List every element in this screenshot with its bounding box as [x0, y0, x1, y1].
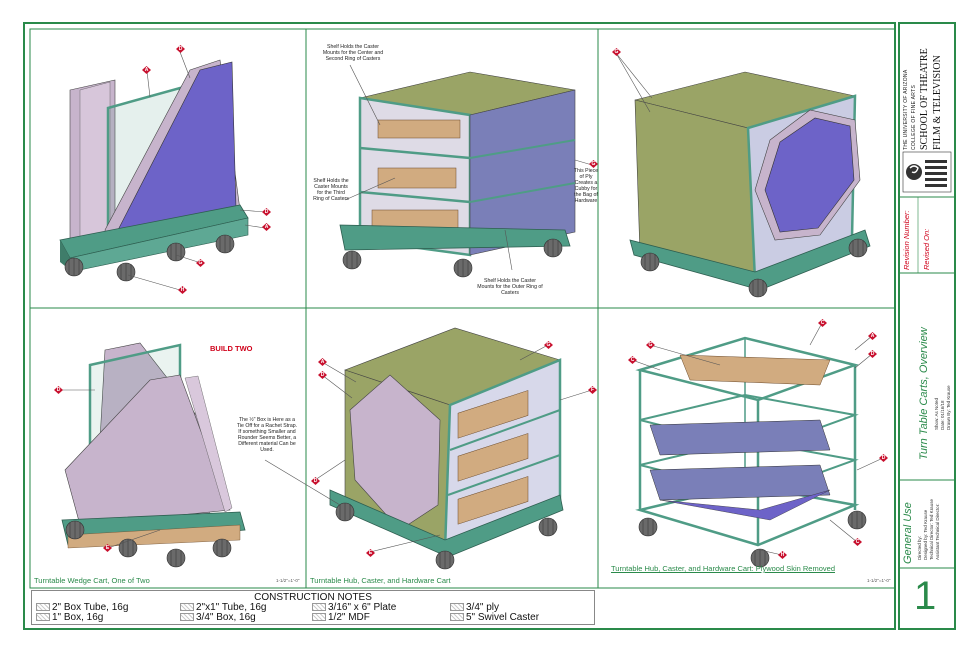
construction-notes-title: CONSTRUCTION NOTES — [254, 592, 372, 603]
note-shelf-outer: Shelf Holds the Caster Mounts for the Ou… — [477, 278, 543, 296]
marker-d: D — [262, 208, 271, 216]
marker-h: H — [778, 551, 787, 559]
note-item: 1/2" MDF — [312, 612, 370, 623]
marker-c: C — [628, 356, 637, 364]
hub-cart-view-1 — [339, 71, 576, 278]
marker-a: A — [318, 358, 327, 366]
marker-d: D — [311, 477, 320, 485]
wedge-cart-view-1 — [59, 59, 249, 282]
assistant-td-label: Assistant Technical Director: — [935, 503, 940, 560]
marker-e: E — [103, 544, 112, 552]
marker-a: A — [262, 223, 271, 231]
marker-g: G — [544, 341, 553, 349]
caption-hub-cart-removed: Turntable Hub, Caster, and Hardware Cart… — [611, 564, 835, 573]
note-ply-cubby: This Piece of Ply Creates a Cubby for th… — [573, 168, 599, 204]
note-shelf-third: Shelf Holds the Caster Mounts for the Th… — [313, 178, 349, 202]
show-label: Show: As Noted — [934, 397, 939, 430]
scale-hub-cart: 1-1/2"=1'-0" — [867, 578, 891, 583]
marker-g: G — [612, 48, 621, 56]
hub-cart-view-3 — [329, 327, 564, 570]
general-use-label: General Use — [902, 502, 914, 564]
technical-director-label: Technical Director: Ted Krause — [929, 499, 934, 560]
directed-by-label: Directed by: — [917, 535, 922, 560]
school-line-3: SCHOOL OF THEATRE — [919, 48, 930, 150]
school-line-1: THE UNIVERSITY OF ARIZONA — [903, 69, 909, 150]
construction-notes: CONSTRUCTION NOTES 2" Box Tube, 16g 2"x1… — [31, 590, 595, 625]
marker-g: G — [196, 259, 205, 267]
revision-number-label: Revision Number: — [902, 210, 911, 270]
drawing-title: Turn Table Carts, Overview — [918, 327, 930, 460]
sheet-number: 1 — [914, 574, 937, 618]
marker-d: D — [879, 454, 888, 462]
note-item: 3/4" Box, 16g — [180, 612, 256, 623]
note-item: 5" Swivel Caster — [450, 612, 539, 623]
marker-e: E — [366, 549, 375, 557]
school-line-2: COLLEGE OF FINE ARTS — [911, 84, 917, 150]
marker-c: C — [818, 319, 827, 327]
school-line-4: FILM & TELEVISION — [932, 55, 943, 150]
marker-g: G — [646, 341, 655, 349]
date-label: Date: 01/16/18 — [940, 400, 945, 430]
marker-f: F — [588, 386, 597, 394]
marker-h: H — [178, 286, 187, 294]
note-item: 3/16" x 6" Plate — [312, 602, 396, 613]
note-item: 2" Box Tube, 16g — [36, 602, 128, 613]
marker-d: D — [176, 45, 185, 53]
marker-a: A — [142, 66, 151, 74]
caption-wedge-cart: Turntable Wedge Cart, One of Two — [34, 576, 150, 585]
note-shelf-center: Shelf Holds the Caster Mounts for the Ce… — [322, 44, 384, 62]
marker-g: G — [589, 160, 598, 168]
designed-by-label: Designed by: Ted Krause — [923, 509, 928, 560]
drawn-by-label: Drawn By: Ted Krause — [946, 385, 951, 430]
note-item: 2"x1" Tube, 16g — [180, 602, 266, 613]
wedge-cart-view-2 — [61, 342, 246, 568]
note-item: 1" Box, 16g — [36, 612, 103, 623]
build-two-label: BUILD TWO — [210, 344, 253, 353]
marker-d: D — [318, 371, 327, 379]
revised-on-label: Revised On: — [922, 228, 931, 270]
marker-c: C — [853, 538, 862, 546]
hub-cart-view-4 — [635, 336, 867, 568]
note-item: 3/4" ply — [450, 602, 499, 613]
marker-d: D — [54, 386, 63, 394]
marker-d: D — [868, 350, 877, 358]
hub-cart-view-2 — [629, 71, 871, 298]
note-box-tieoff: The ½" Box is Here as a Tie Off for a Ra… — [236, 417, 298, 453]
scale-wedge-cart: 1-1/2"=1'-0" — [276, 578, 300, 583]
marker-a: A — [868, 332, 877, 340]
caption-hub-cart: Turntable Hub, Caster, and Hardware Cart — [310, 576, 451, 585]
